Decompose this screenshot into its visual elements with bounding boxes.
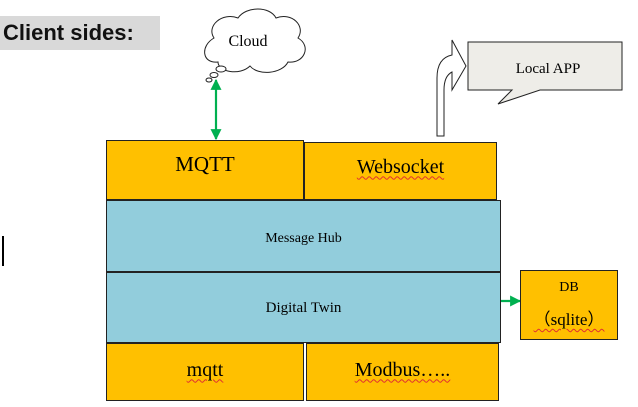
db-title: DB [559, 280, 579, 295]
mqtt-bottom-label: mqtt [186, 358, 224, 381]
modbus-label: Modbus….. [354, 358, 451, 381]
message-hub-layer: Message Hub [106, 200, 501, 272]
db-box: DB （sqlite） [520, 270, 618, 340]
db-engine: （sqlite） [533, 310, 605, 329]
text-cursor [2, 236, 4, 266]
websocket-label: Websocket [356, 155, 445, 178]
curved-arrow-to-local-app [436, 39, 467, 137]
cloud-shape [204, 8, 306, 83]
mqtt-top-box: MQTT [106, 140, 304, 200]
digital-twin-label: Digital Twin [265, 300, 342, 316]
client-sides-heading: Client sides: [0, 16, 160, 50]
cloud-label: Cloud [228, 33, 267, 50]
digital-twin-layer: Digital Twin [106, 272, 501, 343]
message-hub-label: Message Hub [265, 231, 342, 246]
mqtt-top-label: MQTT [175, 151, 235, 176]
websocket-box: Websocket [304, 142, 497, 200]
modbus-box: Modbus….. [306, 343, 499, 401]
local-app-label: Local APP [516, 61, 581, 77]
mqtt-bottom-box: mqtt [106, 343, 304, 401]
local-app-callout [467, 41, 623, 105]
